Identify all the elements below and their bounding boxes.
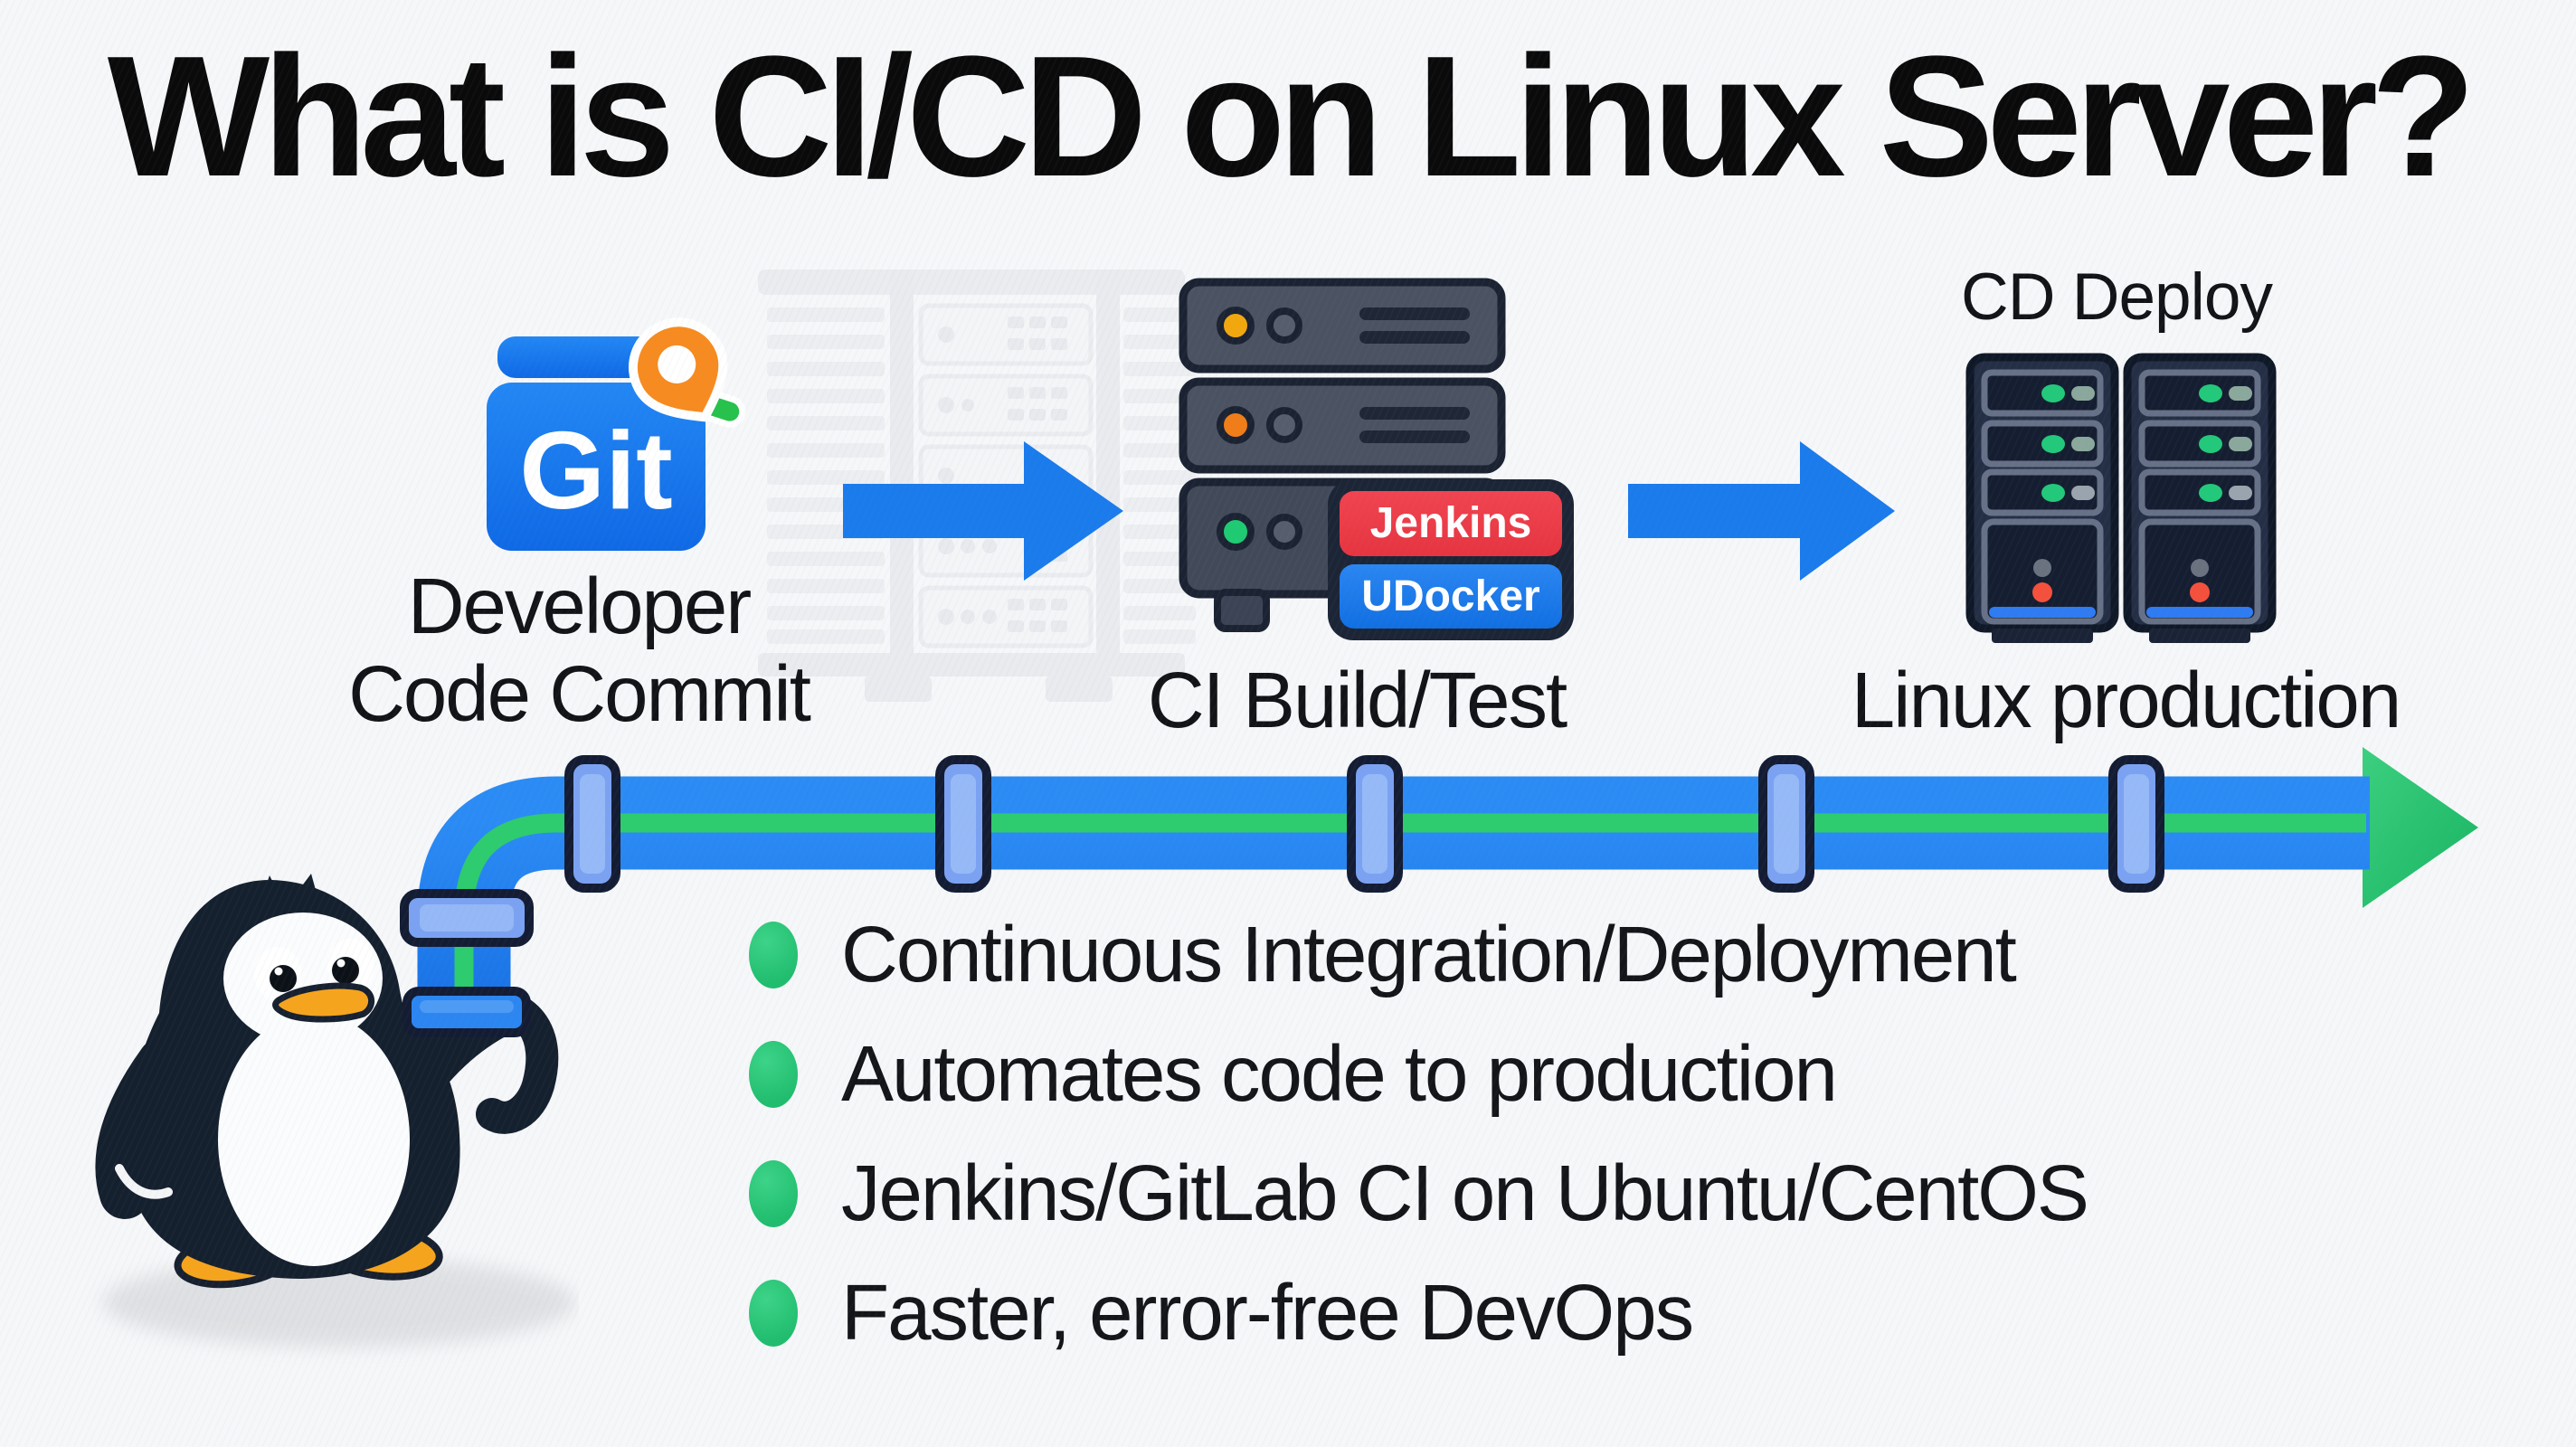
list-item: Automates code to production [749,1030,1838,1118]
led-off [1266,307,1302,344]
pipe-end-cap [402,987,531,1037]
pipe-rings [564,755,2164,893]
bullet-dot-icon [749,1280,798,1347]
ci-tools-badge: Jenkins UDocker [1328,479,1574,640]
led-orange [1217,406,1255,444]
tux-penguin-mascot [95,874,576,1348]
flow-arrow-icon [843,441,1123,581]
bullet-dot-icon [749,1041,798,1108]
udocker-badge: UDocker [1340,563,1562,629]
led-off [1266,407,1302,443]
server-foot [1214,589,1270,632]
list-item: Continuous Integration/Deployment [749,911,2017,998]
server-unit-2 [1179,377,1506,474]
flow-arrow-icon [1628,441,1895,581]
server-unit-1 [1179,278,1506,374]
pipe-ring [1347,755,1403,893]
stage-cd-caption: Linux production [1851,657,2401,744]
penguin-belly [218,1013,410,1266]
stage-source-caption: Developer Code Commit [262,563,895,738]
stage-source-caption-line1: Developer [407,563,753,650]
bullet-text: Continuous Integration/Deployment [841,911,2017,998]
page-title: What is CI/CD on Linux Server? [107,21,2476,213]
git-icon: Git [487,317,746,551]
tower-server [1965,353,2119,643]
git-icon-label: Git [519,409,672,532]
pipe-ring [1758,755,1814,893]
pipe-ring [564,755,620,893]
pipe-coupling [400,889,534,947]
tower-server [2123,353,2277,643]
bullet-dot-icon [749,1160,798,1227]
bullet-dot-icon [749,922,798,988]
led-yellow [1217,307,1255,345]
led-off [1266,514,1302,550]
jenkins-badge: Jenkins [1340,491,1562,556]
penguin-beak [272,982,374,1023]
stage-source-caption-line2: Code Commit [348,650,811,738]
git-folder-body [487,383,706,551]
bullet-text: Automates code to production [841,1030,1838,1118]
production-servers-icon [1965,353,2277,643]
pipe-ring [935,755,991,893]
list-item: Jenkins/GitLab CI on Ubuntu/CentOS [749,1149,2089,1237]
list-item: Faster, error-free DevOps [749,1269,1694,1357]
bullet-text: Jenkins/GitLab CI on Ubuntu/CentOS [841,1149,2089,1237]
stage-ci-caption: CI Build/Test [1147,657,1567,744]
pipe-ring [2108,755,2164,893]
bullet-text: Faster, error-free DevOps [841,1269,1694,1357]
led-green [1217,513,1255,551]
location-pin-icon [628,317,728,422]
pipeline-arrowhead-icon [2363,747,2478,908]
stage-cd-heading: CD Deploy [1961,260,2273,334]
